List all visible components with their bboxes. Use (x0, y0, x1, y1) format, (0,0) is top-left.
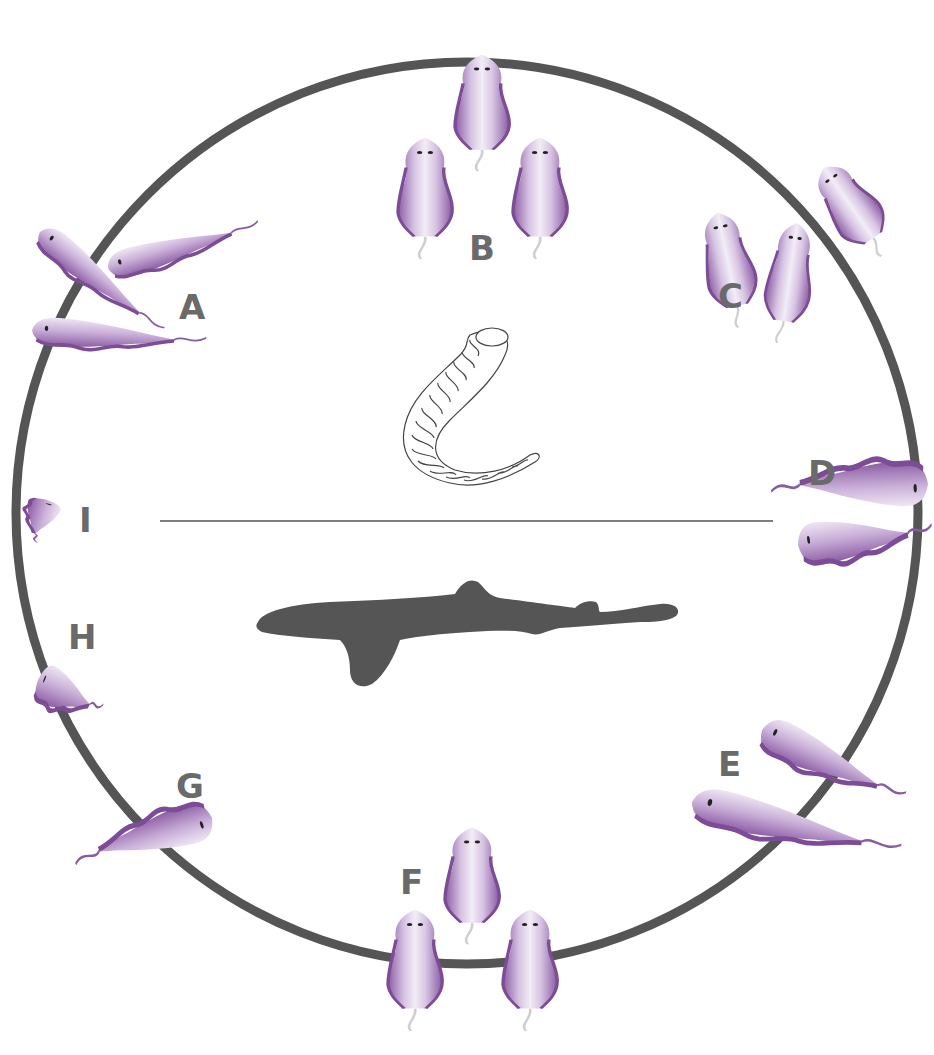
trypanosome-cells (30, 209, 263, 356)
stage-letter: E (718, 747, 741, 781)
cycle-circle (16, 62, 918, 964)
trypanosome-cells (694, 154, 904, 347)
stage-letter: A (179, 290, 205, 324)
stage-letter: C (718, 279, 743, 313)
host-divider (160, 520, 773, 522)
shark-silhouette (256, 581, 678, 687)
trypanosome-cell (17, 495, 62, 546)
stage-letter: F (400, 865, 423, 899)
trypanosome-cells (770, 457, 934, 570)
dividing-cells (388, 828, 558, 1031)
trypanosome-cell (68, 795, 218, 880)
stage-letter: I (79, 503, 92, 537)
stage-letter: D (808, 456, 836, 490)
stage-letter: G (176, 769, 204, 803)
leech-illustration (403, 328, 539, 485)
trypanosome-cells (687, 714, 912, 869)
dividing-cells (398, 55, 568, 259)
trypanosome-cell (29, 662, 110, 728)
stage-letter: H (68, 620, 96, 654)
stage-letter: B (469, 231, 495, 265)
